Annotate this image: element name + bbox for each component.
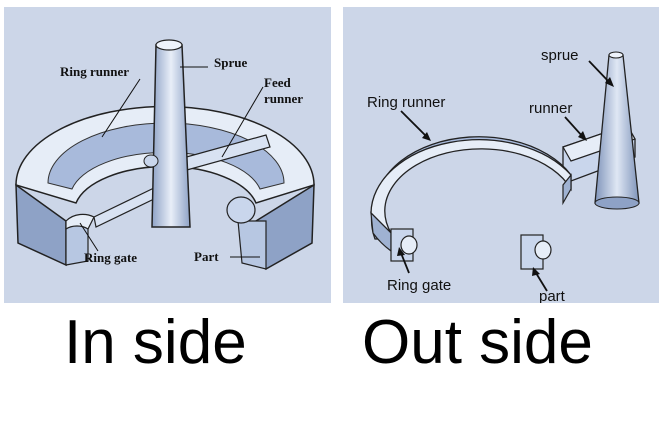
label-runner: runner [529,100,573,117]
caption-in-side: In side [64,308,247,377]
label-sprue: Sprue [214,55,248,70]
label-ring-gate: Ring gate [387,277,452,294]
caption-out-side: Out side [362,308,593,377]
label-ring-runner: Ring runner [367,94,446,111]
inside-view-panel: Ring runner Sprue Feed runner Ring gate … [4,7,331,303]
outside-runner-illustration [370,51,640,292]
label-ring-runner: Ring runner [60,64,129,79]
label-feed-runner: Feed runner [264,75,303,106]
label-part: Part [194,249,219,264]
inside-mold-illustration [15,39,315,271]
label-sprue: sprue [541,47,579,64]
outside-view-panel: sprue runner Ring runner Ring gate part [343,7,659,303]
label-part: part [539,288,565,304]
label-ring-gate: Ring gate [84,250,138,265]
